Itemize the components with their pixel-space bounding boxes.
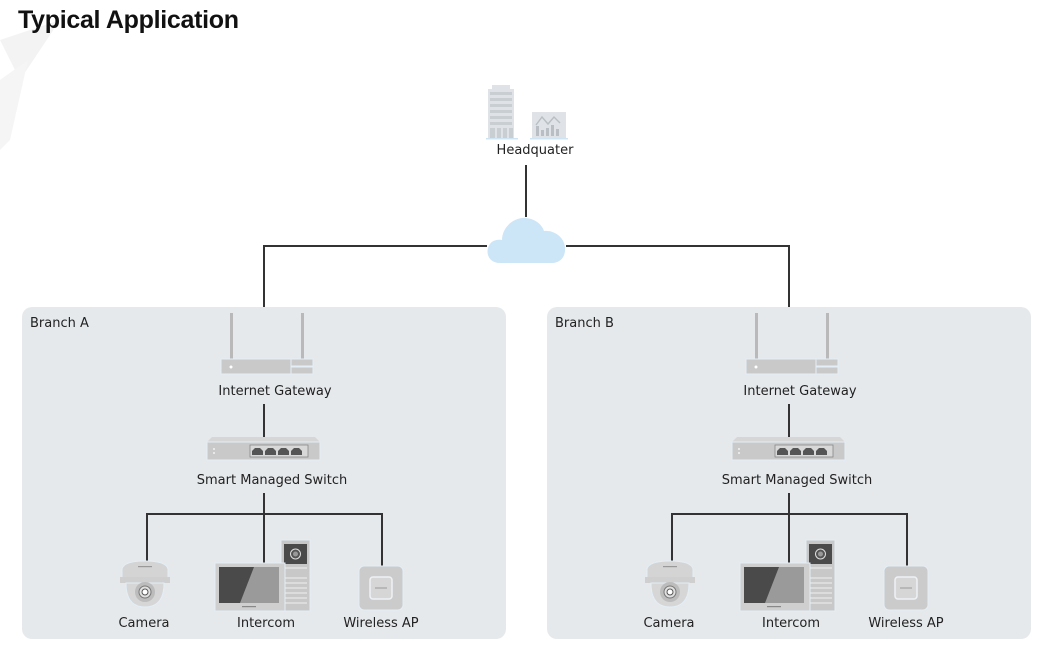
camera-label: Camera bbox=[643, 616, 695, 631]
video-intercom-icon bbox=[214, 539, 311, 612]
video-intercom-icon bbox=[739, 539, 836, 612]
connection-line bbox=[146, 513, 382, 515]
connection-line bbox=[788, 493, 790, 563]
dome-camera-icon bbox=[120, 560, 170, 608]
wireless-ap-label: Wireless AP bbox=[868, 616, 944, 631]
branch-label: Branch B bbox=[555, 316, 614, 331]
connection-line bbox=[671, 513, 907, 515]
headquarter-label: Headquater bbox=[496, 143, 574, 158]
router-icon bbox=[220, 313, 314, 375]
connection-line bbox=[146, 513, 148, 563]
connection-line bbox=[263, 404, 265, 438]
internet-cloud-icon bbox=[487, 217, 566, 263]
network-switch-icon bbox=[206, 437, 321, 461]
connection-line bbox=[788, 245, 790, 345]
connection-line bbox=[566, 245, 789, 247]
connection-line bbox=[381, 513, 383, 566]
camera-label: Camera bbox=[118, 616, 170, 631]
branch-label: Branch A bbox=[30, 316, 89, 331]
connection-line bbox=[525, 165, 527, 217]
router-icon bbox=[745, 313, 839, 375]
monitoring-dashboard-icon bbox=[530, 112, 568, 140]
connection-line bbox=[263, 493, 265, 563]
switch-label: Smart Managed Switch bbox=[721, 473, 873, 488]
connection-line bbox=[263, 245, 487, 247]
network-switch-icon bbox=[731, 437, 846, 461]
connection-line bbox=[263, 245, 265, 345]
office-building-icon bbox=[486, 85, 518, 140]
connection-line bbox=[906, 513, 908, 566]
intercom-label: Intercom bbox=[237, 616, 295, 631]
gateway-label: Internet Gateway bbox=[743, 384, 857, 399]
wireless-ap-icon bbox=[358, 565, 404, 611]
wireless-ap-label: Wireless AP bbox=[343, 616, 419, 631]
wireless-ap-icon bbox=[883, 565, 929, 611]
page-title: Typical Application bbox=[18, 6, 239, 34]
gateway-label: Internet Gateway bbox=[218, 384, 332, 399]
connection-line bbox=[671, 513, 673, 563]
watermark-shape bbox=[0, 20, 60, 150]
switch-label: Smart Managed Switch bbox=[196, 473, 348, 488]
dome-camera-icon bbox=[645, 560, 695, 608]
connection-line bbox=[788, 404, 790, 438]
intercom-label: Intercom bbox=[762, 616, 820, 631]
